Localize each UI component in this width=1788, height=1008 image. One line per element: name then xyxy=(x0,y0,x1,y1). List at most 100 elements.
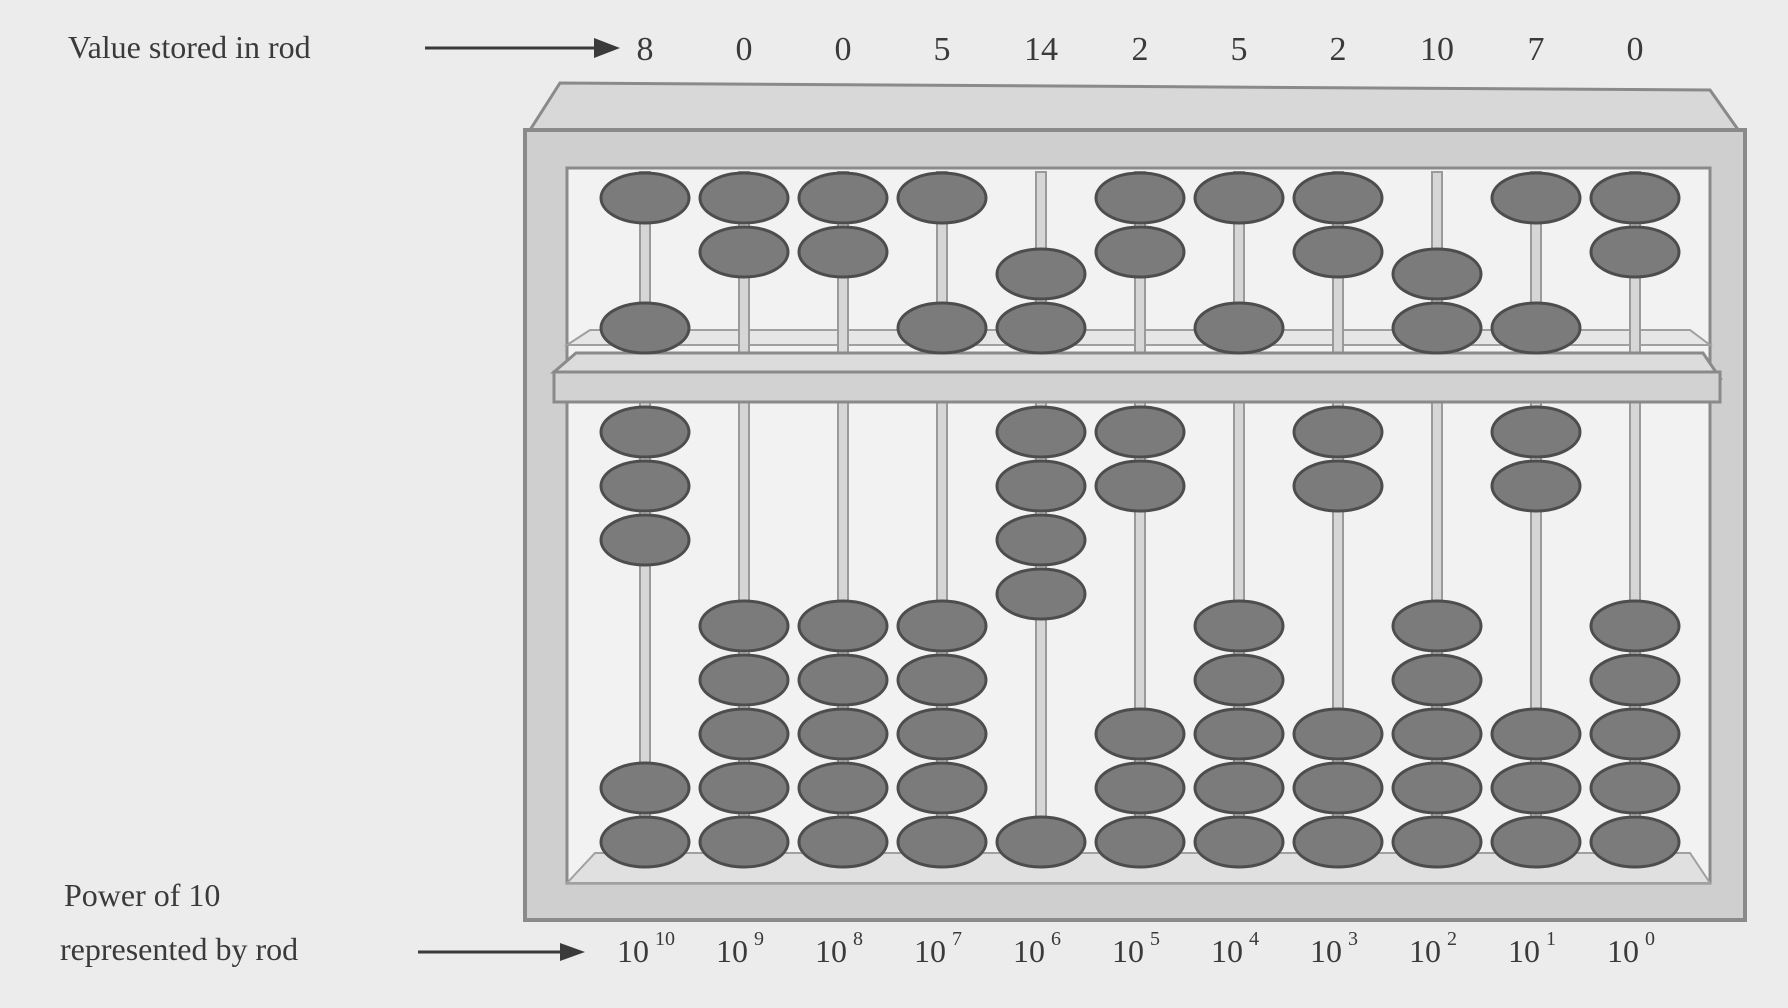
lower-bead xyxy=(1294,407,1382,457)
lower-bead xyxy=(898,763,986,813)
upper-bead xyxy=(1096,173,1184,223)
rod-value: 14 xyxy=(1024,31,1058,68)
upper-bead xyxy=(1294,227,1382,277)
lower-bead xyxy=(1492,709,1580,759)
lower-bead xyxy=(1393,709,1481,759)
lower-bead xyxy=(1294,817,1382,867)
lower-bead xyxy=(1492,763,1580,813)
upper-bead xyxy=(898,173,986,223)
value-arrow-head xyxy=(594,38,620,58)
lower-bead xyxy=(1492,817,1580,867)
lower-bead xyxy=(1294,763,1382,813)
lower-bead xyxy=(997,461,1085,511)
rod-power-base: 10 xyxy=(1508,933,1540,969)
upper-bead xyxy=(700,227,788,277)
lower-bead xyxy=(997,407,1085,457)
lower-bead xyxy=(997,515,1085,565)
lower-bead xyxy=(601,763,689,813)
rod-value: 10 xyxy=(1420,31,1454,68)
rod-powers: 1010109108107106105104103102101100 xyxy=(617,928,1655,969)
lower-bead xyxy=(700,709,788,759)
rod-power-exponent: 3 xyxy=(1348,928,1358,950)
lower-bead xyxy=(898,709,986,759)
lower-bead xyxy=(1393,601,1481,651)
rod-values: 8005142521070 xyxy=(637,31,1644,68)
upper-bead xyxy=(799,227,887,277)
rod-power-exponent: 8 xyxy=(853,928,863,950)
lower-bead xyxy=(1492,461,1580,511)
lower-bead xyxy=(1591,763,1679,813)
lower-bead xyxy=(1294,709,1382,759)
lower-bead xyxy=(601,515,689,565)
rod-power-base: 10 xyxy=(1409,933,1441,969)
rod-power-exponent: 9 xyxy=(754,928,764,950)
upper-bead xyxy=(1591,227,1679,277)
lower-bead xyxy=(1096,407,1184,457)
lower-bead xyxy=(997,817,1085,867)
upper-bead xyxy=(1195,303,1283,353)
rod-power-exponent: 7 xyxy=(952,928,962,950)
upper-bead xyxy=(1492,173,1580,223)
divider-bar xyxy=(554,372,1720,402)
rod-value: 5 xyxy=(934,31,951,68)
rod-value: 0 xyxy=(835,31,852,68)
rod-power-exponent: 6 xyxy=(1051,928,1061,950)
lower-bead xyxy=(1195,763,1283,813)
lower-bead xyxy=(1195,817,1283,867)
lower-bead xyxy=(700,763,788,813)
lower-bead xyxy=(1096,709,1184,759)
lower-bead xyxy=(1294,461,1382,511)
rod-power-base: 10 xyxy=(1013,933,1045,969)
upper-bead xyxy=(1492,303,1580,353)
upper-bead xyxy=(1096,227,1184,277)
lower-bead xyxy=(700,655,788,705)
rod-power-base: 10 xyxy=(914,933,946,969)
power-of-ten-label: Power of 10 xyxy=(64,877,220,913)
upper-bead xyxy=(700,173,788,223)
rod-value: 2 xyxy=(1132,31,1149,68)
lower-bead xyxy=(898,601,986,651)
rod-value: 0 xyxy=(1627,31,1644,68)
lower-bead xyxy=(1096,461,1184,511)
rod-value: 2 xyxy=(1330,31,1347,68)
upper-bead xyxy=(1195,173,1283,223)
upper-bead xyxy=(997,303,1085,353)
value-stored-label: Value stored in rod xyxy=(68,29,311,65)
rod-power-exponent: 1 xyxy=(1546,928,1556,950)
lower-bead xyxy=(898,817,986,867)
upper-bead xyxy=(601,303,689,353)
lower-bead xyxy=(799,601,887,651)
lower-bead xyxy=(799,817,887,867)
rod-value: 5 xyxy=(1231,31,1248,68)
rod-power-base: 10 xyxy=(1310,933,1342,969)
upper-bead xyxy=(997,249,1085,299)
rod-value: 0 xyxy=(736,31,753,68)
lower-bead xyxy=(601,817,689,867)
rod-power-exponent: 2 xyxy=(1447,928,1457,950)
lower-bead xyxy=(1096,817,1184,867)
upper-bead xyxy=(601,173,689,223)
upper-bead xyxy=(1591,173,1679,223)
upper-bead xyxy=(1294,173,1382,223)
lower-bead xyxy=(700,817,788,867)
upper-bead xyxy=(1393,249,1481,299)
rod-value: 7 xyxy=(1528,31,1545,68)
rod-power-base: 10 xyxy=(1607,933,1639,969)
rod-power-exponent: 0 xyxy=(1645,928,1655,950)
rod-power-exponent: 4 xyxy=(1249,928,1259,950)
rod-power-exponent: 10 xyxy=(655,928,675,950)
lower-bead xyxy=(799,655,887,705)
lower-bead xyxy=(1393,817,1481,867)
lower-bead xyxy=(601,407,689,457)
lower-bead xyxy=(1195,709,1283,759)
lower-bead xyxy=(898,655,986,705)
lower-bead xyxy=(1393,763,1481,813)
lower-bead xyxy=(700,601,788,651)
lower-bead xyxy=(1195,601,1283,651)
upper-bead xyxy=(898,303,986,353)
rod-power-base: 10 xyxy=(716,933,748,969)
lower-bead xyxy=(1591,655,1679,705)
lower-bead xyxy=(1492,407,1580,457)
rod-power-base: 10 xyxy=(815,933,847,969)
